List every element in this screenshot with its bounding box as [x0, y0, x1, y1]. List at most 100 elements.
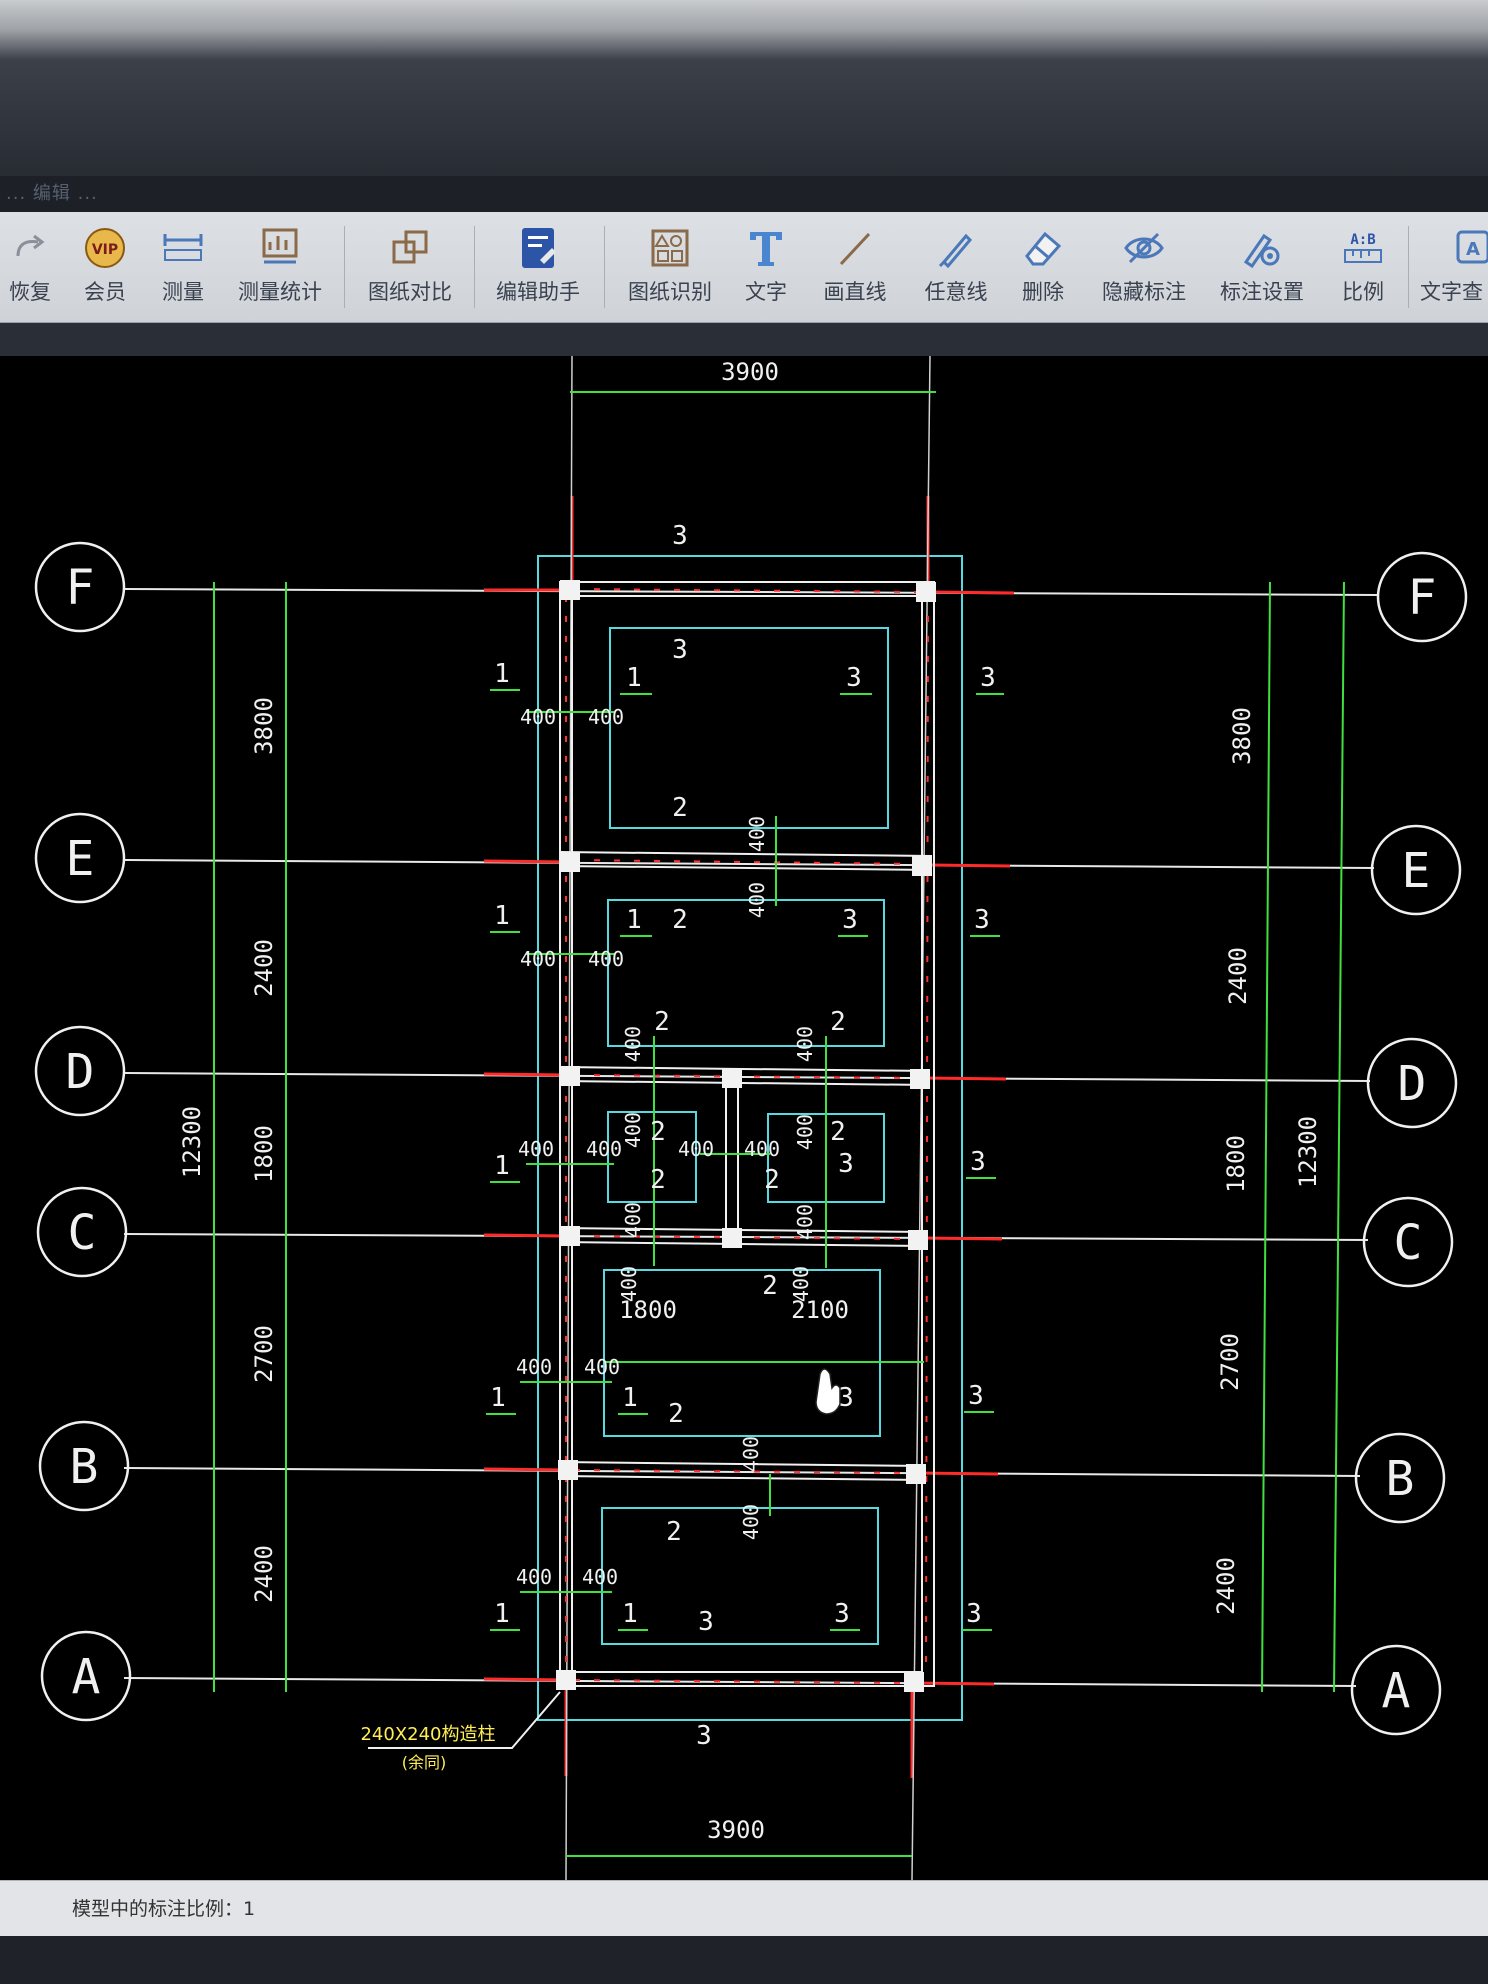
toolbar-vip-button[interactable]: VIP 会员 [70, 212, 140, 322]
toolbar-text-search-label: 文字查 [1420, 280, 1483, 304]
mark-2: 2 [764, 1165, 780, 1195]
axis-bubbles [34, 541, 1468, 1736]
mark-3: 3 [846, 663, 862, 693]
mark-1: 1 [494, 901, 510, 931]
toolbar-freehand-label: 任意线 [924, 280, 988, 304]
toolbar-measure-stats-button[interactable]: 测量统计 [230, 212, 330, 322]
dimension-lines [213, 391, 1345, 1857]
toolbar-edit-assistant-label: 编辑助手 [496, 280, 580, 304]
dim-width-bottom: 3900 [707, 1816, 765, 1844]
toolbar-delete-label: 删除 [1022, 280, 1064, 304]
rebar-marks: 3 3 3 3 1 1 2 1 1 2 3 3 2 2 2 2 3 1 2 2 … [490, 521, 996, 1751]
mark-1: 1 [626, 663, 642, 693]
mark-1: 1 [494, 659, 510, 689]
dim-400-vertical: 400 [789, 1266, 813, 1302]
toolbar-separator [604, 226, 605, 308]
axis-label-c-right: C [1394, 1215, 1423, 1271]
dim-c-b-right: 2700 [1216, 1333, 1244, 1391]
dim-400-vertical: 400 [745, 882, 769, 918]
axis-line-c [123, 1233, 1369, 1241]
dim-400: 400 [744, 1137, 780, 1161]
toolbar-delete-button[interactable]: 删除 [1012, 212, 1074, 322]
toolbar-recognize-label: 图纸识别 [628, 280, 712, 304]
axis-bubble-d-right [1366, 1037, 1458, 1129]
monitor-bezel-top [0, 0, 1488, 200]
wall-inner [571, 595, 923, 1673]
toolbar-scale-button[interactable]: A:B 比例 [1328, 212, 1398, 322]
mark-3: 3 [672, 521, 688, 551]
dashed-rebar [565, 588, 929, 1684]
dim-400-vertical: 400 [621, 1202, 645, 1238]
axis-bubble-f-left [34, 541, 126, 633]
toolbar-separator [474, 226, 475, 308]
mark-3: 3 [842, 905, 858, 935]
toolbar-measure-label: 测量 [162, 280, 204, 304]
dimension-texts: 3900 3900 3800 2400 1800 2700 2400 12300… [178, 358, 1322, 1844]
text-search-icon: A [1454, 226, 1488, 270]
text-icon [746, 226, 786, 270]
dim-1800: 1800 [619, 1296, 677, 1324]
measure-stats-icon [258, 226, 302, 270]
toolbar-compare-button[interactable]: 图纸对比 [360, 212, 460, 322]
mark-3: 3 [970, 1147, 986, 1177]
vip-icon: VIP [83, 226, 127, 270]
scale-icon: A:B [1341, 226, 1385, 270]
hand-cursor-icon [815, 1368, 841, 1415]
dim-total-left: 12300 [178, 1106, 206, 1178]
dim-400-vertical: 400 [745, 816, 769, 852]
dim-400: 400 [678, 1137, 714, 1161]
mark-1: 1 [494, 1599, 510, 1629]
wall-outer [559, 581, 935, 1687]
dim-400: 400 [584, 1355, 620, 1379]
mark-1: 1 [494, 1151, 510, 1181]
floor-plan-drawing: F F E E D D C C B B A A 3900 3900 3800 2… [34, 356, 1468, 1880]
mark-underlines [486, 689, 1004, 1631]
axis-bubble-d-left [34, 1025, 126, 1117]
toolbar-measure-button[interactable]: 测量 [150, 212, 216, 322]
mark-3: 3 [838, 1383, 854, 1413]
line-icon [835, 226, 875, 270]
annotation-settings-icon [1240, 226, 1284, 270]
axis-line-d [123, 1072, 1371, 1082]
compare-icon [390, 226, 430, 270]
toolbar-text-search-button[interactable]: A 文字查 [1420, 212, 1488, 322]
toolbar-text-button[interactable]: 文字 [732, 212, 800, 322]
svg-text:A: A [1466, 239, 1480, 260]
mark-2: 2 [650, 1165, 666, 1195]
dim-400-vertical: 400 [793, 1114, 817, 1150]
dim-400-vertical: 400 [621, 1026, 645, 1062]
toolbar-compare-label: 图纸对比 [368, 280, 452, 304]
toolbar-hide-annotation-button[interactable]: 隐藏标注 [1092, 212, 1196, 322]
axis-label-b-left: B [70, 1439, 99, 1495]
axis-bubble-f-right [1376, 551, 1468, 643]
dim-e-d-left: 2400 [250, 939, 278, 997]
toolbar-edit-assistant-button[interactable]: 编辑助手 [488, 212, 588, 322]
dim-f-e-left: 3800 [250, 697, 278, 755]
axis-bubble-c-left [36, 1186, 128, 1278]
mark-2: 2 [672, 905, 688, 935]
status-bar: 模型中的标注比例：1 [0, 1880, 1488, 1936]
dim-f-e-right: 3800 [1228, 707, 1256, 765]
dim-400-vertical: 400 [621, 1112, 645, 1148]
mark-3: 3 [966, 1599, 982, 1629]
dim-width-top: 3900 [721, 358, 779, 386]
drawing-canvas[interactable]: F F E E D D C C B B A A 3900 3900 3800 2… [0, 356, 1488, 1880]
dim-d-c-left: 1800 [250, 1125, 278, 1183]
toolbar-line-button[interactable]: 画直线 [810, 212, 900, 322]
toolbar-scale-label: 比例 [1342, 280, 1384, 304]
mark-1: 1 [490, 1383, 506, 1413]
axis-bubble-b-right [1354, 1432, 1446, 1524]
toolbar-recognize-button[interactable]: 图纸识别 [618, 212, 722, 322]
columns [556, 580, 936, 1692]
mark-1: 1 [622, 1383, 638, 1413]
toolbar-line-label: 画直线 [823, 280, 887, 304]
mark-3: 3 [696, 1721, 712, 1751]
toolbar-redo-button[interactable]: 恢复 [0, 212, 60, 322]
toolbar-annotation-settings-button[interactable]: 标注设置 [1210, 212, 1314, 322]
toolbar-measure-stats-label: 测量统计 [238, 280, 322, 304]
dim-400-vertical: 400 [793, 1026, 817, 1062]
toolbar-freehand-button[interactable]: 任意线 [912, 212, 1000, 322]
mark-3: 3 [980, 663, 996, 693]
mark-1: 1 [622, 1599, 638, 1629]
dim-total-right: 12300 [1294, 1116, 1322, 1188]
